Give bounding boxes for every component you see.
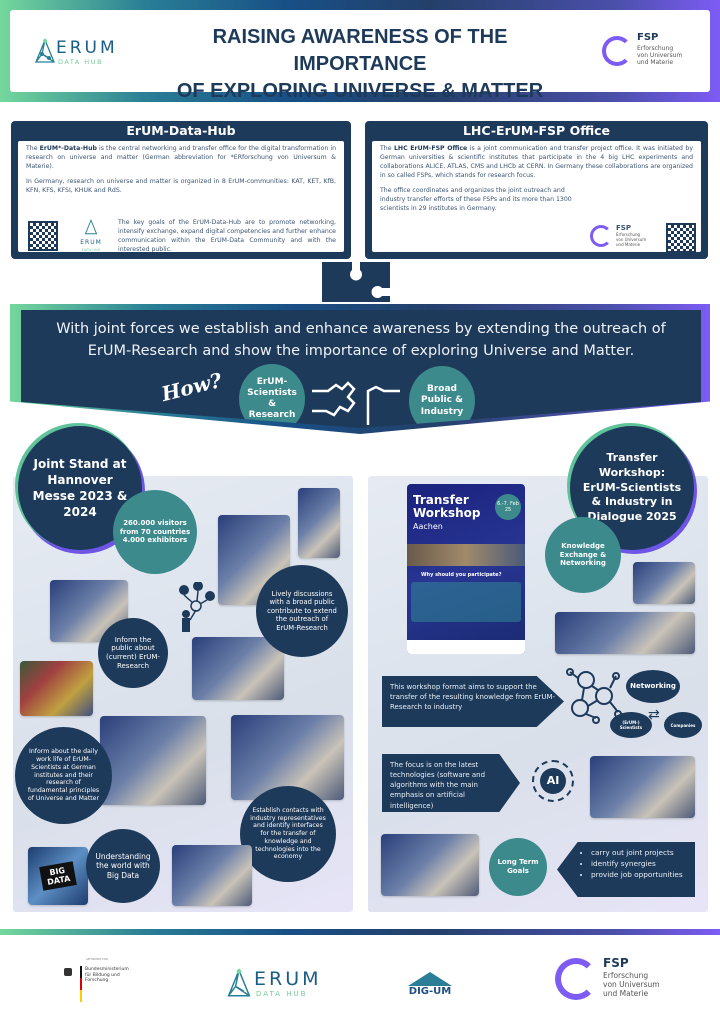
establish-contacts-circle: Establish contacts with industry represe… xyxy=(240,786,336,882)
goals-arrow: carry out joint projects identify synerg… xyxy=(557,842,695,897)
photo-demo-screen xyxy=(100,716,206,805)
big-data-circle: Understanding the world with Big Data xyxy=(86,829,160,903)
network-people-icon xyxy=(566,668,622,724)
ai-chip-icon: AI xyxy=(524,752,582,810)
page-title: RAISING AWARENESS OF THE IMPORTANCE OF E… xyxy=(176,26,544,102)
technology-focus-arrow: The focus is on the latest technologies … xyxy=(382,754,520,812)
hannover-title-circle: Joint Stand at Hannover Messe 2023 & 202… xyxy=(18,426,142,550)
photo-big-data: BIG DATA xyxy=(28,847,88,905)
erum-small-logo: ERUM DATA HUB xyxy=(73,219,109,253)
photo-discussion xyxy=(192,637,284,700)
fsp-ring-icon xyxy=(555,958,597,1000)
workshop-aims-arrow: This workshop format aims to support the… xyxy=(382,676,564,727)
roof-icon xyxy=(408,972,452,986)
daily-work-circle: Inform about the daily work life of ErUM… xyxy=(15,727,112,824)
photo-detector xyxy=(20,661,93,716)
qr-code[interactable] xyxy=(666,223,696,253)
photo-networking xyxy=(590,756,695,818)
long-term-goals-circle: Long Term Goals xyxy=(489,838,547,896)
erum-data-hub-box: ErUM-Data-Hub The ErUM*-Data-Hub is the … xyxy=(11,121,351,259)
handshake-puzzle-icon xyxy=(312,381,400,425)
banner: With joint forces we establish and enhan… xyxy=(21,310,701,428)
qr-code[interactable] xyxy=(28,221,58,251)
network-triangle-icon xyxy=(227,968,251,997)
fsp-logo: FSP Erforschung von Universum und Materi… xyxy=(602,32,702,76)
eagle-icon xyxy=(64,968,72,976)
fsp-ring-icon xyxy=(590,225,612,247)
erum-scientists-circle: ErUM-Scientists & Research xyxy=(239,364,305,428)
date-badge: 6.-7. Feb 25 xyxy=(495,494,521,520)
photo-stand-visitors xyxy=(172,845,252,906)
broad-public-circle: Broad Public & Industry xyxy=(409,366,475,428)
photo-industry-contact xyxy=(231,715,344,800)
network-triangle-icon xyxy=(35,38,55,63)
lively-discussions-circle: Lively discussions with a broad public c… xyxy=(256,565,348,657)
photo-group xyxy=(555,612,695,654)
header: ERUM DATA HUB RAISING AWARENESS OF THE I… xyxy=(10,10,710,102)
networking-ellipse: Networking xyxy=(626,670,680,703)
knowledge-exchange-circle: Knowledge Exchange & Networking xyxy=(545,517,621,593)
people-network-icon xyxy=(179,582,215,632)
fsp-ring-icon xyxy=(602,36,632,66)
scientists-ellipse: (ErUM-) Scientists xyxy=(610,712,652,738)
dig-um-logo: DIG-UM xyxy=(405,972,455,1004)
photo-whiteboard xyxy=(633,562,695,604)
footer-erum-logo: ERUM DATA HUB xyxy=(226,968,336,998)
footer-band xyxy=(0,929,720,935)
photo-stand xyxy=(298,488,340,558)
inform-public-circle: Inform the public about (current) ErUM-R… xyxy=(98,618,168,688)
visitors-stats-circle: 260.000 visitors from 70 countries 4.000… xyxy=(113,490,197,574)
bmbf-logo: GEFÖRDERT VOM Bundesministerium für Bild… xyxy=(64,958,144,1004)
network-triangle-icon xyxy=(84,219,98,235)
how-label: How? xyxy=(159,367,225,407)
lhc-erum-fsp-office-box: LHC-ErUM-FSP Office The LHC ErUM-FSP Off… xyxy=(365,121,708,259)
puzzle-icon xyxy=(322,262,390,302)
photo-participants xyxy=(381,834,479,896)
companies-ellipse: Companies xyxy=(664,712,702,738)
cycle-arrows-icon: ⇄ xyxy=(648,707,660,723)
